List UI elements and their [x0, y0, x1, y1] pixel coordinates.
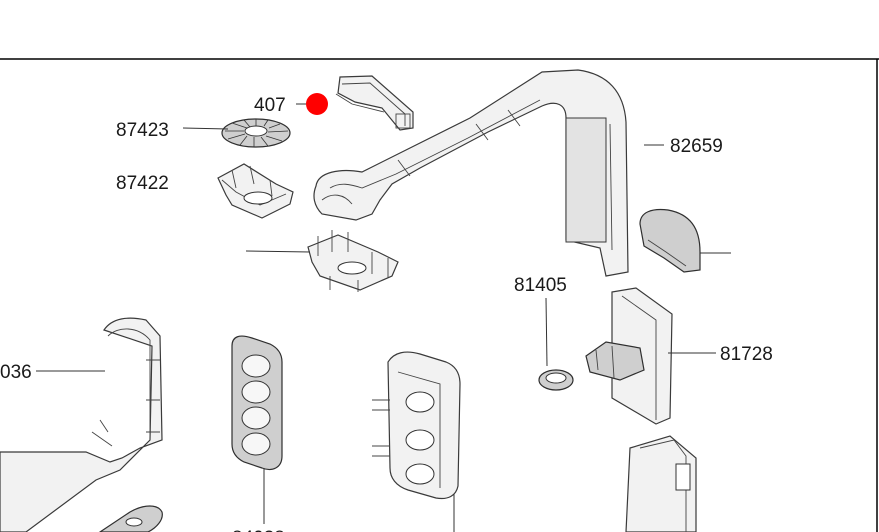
leader-87423	[182, 127, 229, 130]
label-82659: 82659	[670, 136, 723, 157]
label-036: 036	[0, 362, 32, 383]
label-87423: 87423	[116, 120, 169, 141]
part-87422-holder[interactable]	[217, 163, 294, 219]
leader-heatsink-clip	[245, 250, 311, 253]
diagram-frame	[0, 58, 879, 532]
part-bottom-clip[interactable]	[98, 505, 163, 532]
label-407: 407	[254, 95, 286, 116]
part-81728-connector[interactable]	[585, 287, 673, 425]
part-gasket[interactable]	[231, 335, 283, 471]
highlight-marker[interactable]	[306, 93, 328, 115]
part-407-bracket[interactable]	[335, 75, 414, 131]
part-connector-cap[interactable]	[639, 208, 701, 273]
part-81405-grommet[interactable]	[538, 369, 574, 391]
leader-81405	[545, 297, 548, 367]
part-heatsink-clip[interactable]	[307, 230, 399, 292]
label-bottom-partial: 84038	[232, 528, 285, 532]
label-87422: 87422	[116, 173, 169, 194]
label-81405: 81405	[514, 275, 567, 296]
part-87423-fan[interactable]	[221, 118, 291, 148]
part-036-housing[interactable]	[0, 317, 163, 532]
part-bottom-right[interactable]	[625, 435, 697, 532]
part-82659-hose[interactable]	[313, 69, 629, 277]
part-seal-housing[interactable]	[372, 351, 461, 500]
label-81728: 81728	[720, 344, 773, 365]
